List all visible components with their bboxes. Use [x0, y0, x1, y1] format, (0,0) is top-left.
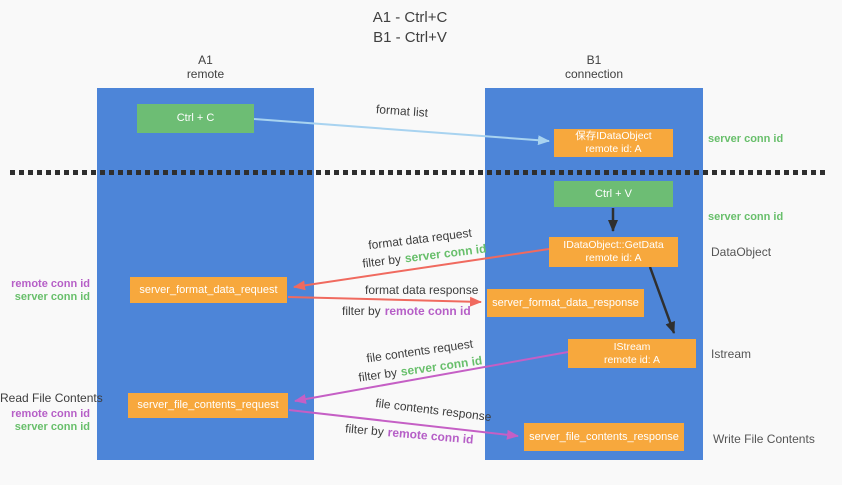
right-server-conn-id-top: server conn id: [708, 133, 784, 145]
label-format-list: format list: [375, 102, 429, 120]
box-server-format-data-response: server_format_data_response: [487, 289, 644, 317]
box-save-idataobject: 保存IDataObject remote id: A: [554, 129, 673, 157]
label-read-file-contents: Read File Contents: [0, 391, 103, 405]
box-server-file-contents-response: server_file_contents_response: [524, 423, 684, 451]
column-b1-subtitle: connection: [564, 67, 624, 81]
arrow-format-data-response: [287, 296, 482, 307]
box-server-file-contents-response-label: server_file_contents_response: [529, 430, 679, 443]
box-idataobject-getdata-line2: remote id: A: [585, 252, 642, 264]
box-ctrl-v: Ctrl + V: [554, 181, 673, 207]
box-istream: IStream remote id: A: [568, 339, 696, 368]
session-separator-line: [10, 170, 825, 175]
left-conn-id-group-1: remote conn id server conn id: [0, 278, 90, 304]
label-dataobject: DataObject: [711, 245, 772, 259]
box-server-format-data-response-label: server_format_data_response: [492, 296, 639, 309]
remote-conn-id-label: remote conn id: [11, 408, 90, 420]
filter-by-text: filter by: [357, 365, 398, 385]
diagram-title: A1 - Ctrl+C B1 - Ctrl+V: [300, 8, 520, 48]
filter-by-text: filter by: [342, 304, 381, 318]
box-idataobject-getdata: IDataObject::GetData remote id: A: [549, 237, 678, 267]
filter-by-text: filter by: [344, 421, 385, 439]
box-ctrl-c-label: Ctrl + C: [176, 112, 215, 124]
server-conn-id-label: server conn id: [14, 291, 90, 303]
column-b1-id: B1: [586, 53, 602, 67]
label-istream: Istream: [711, 347, 752, 361]
box-server-file-contents-request: server_file_contents_request: [128, 393, 288, 418]
column-header-b1: B1 connection: [485, 53, 703, 81]
server-conn-id-label: server conn id: [14, 421, 90, 433]
filter-by-text: filter by: [361, 251, 402, 271]
right-server-conn-id-mid: server conn id: [708, 211, 784, 223]
column-header-a1: A1 remote: [97, 53, 314, 81]
box-server-format-data-request: server_format_data_request: [130, 277, 287, 303]
left-conn-id-group-2: remote conn id server conn id: [0, 408, 90, 434]
box-server-format-data-request-label: server_format_data_request: [139, 283, 278, 296]
label-write-file-contents: Write File Contents: [713, 432, 815, 446]
box-ctrl-c: Ctrl + C: [137, 104, 254, 133]
box-save-idataobject-line1: 保存IDataObject: [575, 130, 652, 142]
title-line-1: A1 - Ctrl+C: [372, 9, 448, 26]
remote-conn-id-text: remote conn id: [384, 304, 471, 318]
box-server-file-contents-request-label: server_file_contents_request: [137, 399, 279, 411]
box-istream-line2: remote id: A: [603, 353, 661, 366]
box-ctrl-v-label: Ctrl + V: [595, 187, 632, 200]
box-istream-line1: IStream: [613, 340, 651, 353]
label-file-contents-response: file contents response: [374, 395, 493, 425]
title-line-2: B1 - Ctrl+V: [373, 29, 447, 46]
column-a1-id: A1: [198, 53, 213, 67]
box-save-idataobject-line2: remote id: A: [585, 143, 642, 155]
column-a1-subtitle: remote: [186, 67, 225, 81]
label-format-data-response: format data response: [365, 283, 479, 297]
box-idataobject-getdata-line1: IDataObject::GetData: [563, 239, 664, 251]
remote-conn-id-text: remote conn id: [387, 425, 475, 447]
remote-conn-id-label: remote conn id: [11, 278, 90, 290]
